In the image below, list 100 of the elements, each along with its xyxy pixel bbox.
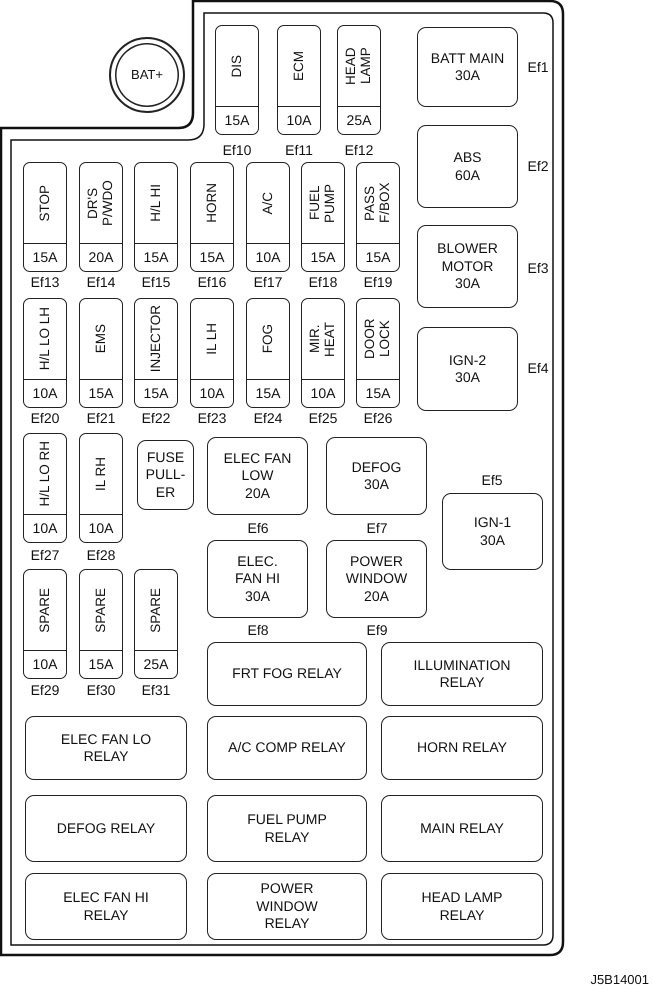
fuse-name: FUEL PUMP [308,182,338,225]
drawing-number: J5B14001 [590,972,649,987]
relay-name: A/C COMP RELAY [228,739,346,757]
fuse-number: Ef12 [344,142,374,158]
relay-name: HORN RELAY [417,739,507,757]
blade-fuse [246,298,290,408]
fuse-number: Ef14 [86,274,116,290]
fuse-number: Ef27 [30,547,60,563]
relay [207,642,367,706]
fuse-name: H/L LO RH [38,441,52,507]
cartridge-fuse [442,493,543,570]
fuse-name: ABS [453,149,482,166]
fuse-rating: 10A [24,379,66,407]
relay [381,642,543,706]
fuse-rating: 15A [357,379,399,407]
fuse-rating: 10A [191,379,233,407]
fuse-number: Ef24 [254,410,282,426]
relay [381,795,543,862]
fuse-rating: 15A [135,243,177,271]
fuse-rating: 15A [357,243,399,271]
blade-fuse [356,298,400,408]
blade-fuse [277,25,321,135]
fuse-rating: 20A [80,243,122,271]
fuse-name: MIR. HEAT [308,320,338,359]
fuse-number: Ef22 [142,410,170,426]
relay-name: MAIN RELAY [420,820,504,838]
relay-name: ILLUMINATION RELAY [412,656,512,692]
blade-fuse [246,162,290,272]
fuse-number: Ef30 [86,682,116,698]
fuse-puller [137,440,194,510]
fuse-number: Ef20 [30,410,60,426]
fuse-puller-label: FUSE PULL-ER [144,448,186,502]
fuse-number: Ef25 [308,410,338,426]
fuse-name: ECM [292,51,306,81]
fuse-number: Ef4 [528,360,548,376]
fuse-number: Ef6 [248,520,268,536]
relay-name: FUEL PUMP RELAY [246,811,328,846]
fuse-name: SPARE [148,588,164,632]
fuse-rating: 60A [455,166,480,184]
blade-fuse [23,298,67,408]
fuse-rating: 30A [245,588,270,606]
blade-fuse [301,298,345,408]
fuse-rating: 10A [80,514,122,542]
blade-fuse [337,25,381,135]
fuse-name: H/L HI [148,184,164,222]
cartridge-fuse [207,437,308,515]
fuse-name: EMS [94,324,108,354]
fuse-name: HORN [204,183,220,223]
fuse-name: IL RH [94,456,108,491]
fuse-number: Ef15 [142,274,170,290]
relay [207,873,367,940]
fuse-number: Ef23 [198,410,226,426]
fuse-name: SPARE [38,588,52,632]
fuse-number: Ef7 [366,520,388,536]
cartridge-fuse [417,327,518,411]
fuse-rating: 30A [455,67,480,84]
blade-fuse [23,569,67,679]
fuse-name: DEFOG [352,458,402,476]
relay [381,873,543,940]
fuse-name: IGN-2 [448,352,486,369]
fuse-rating: 15A [80,650,122,678]
relay-name: FRT FOG RELAY [232,665,342,683]
relay-name: ELEC FAN LO RELAY [60,730,152,766]
fuse-number: Ef13 [30,274,60,290]
fuse-rating: 15A [247,379,289,407]
fuse-number: Ef3 [528,260,548,276]
relay [207,795,367,862]
fuse-number: Ef28 [86,547,116,563]
blade-fuse [190,298,234,408]
fuse-number: Ef8 [248,622,268,638]
fuse-name: IL LH [204,323,220,355]
fuse-number: Ef10 [222,142,252,158]
blade-fuse [23,433,67,543]
fuse-rating: 25A [338,106,380,134]
relay-name: ELEC FAN HI RELAY [62,889,150,924]
relay [25,716,187,780]
blade-fuse [134,298,178,408]
relay [25,795,187,862]
blade-fuse [215,25,259,135]
fuse-number: Ef19 [364,274,392,290]
fuse-rating: 10A [24,650,66,678]
fuse-name: FOG [260,324,276,354]
blade-fuse [79,433,123,543]
relay-name: DEFOG RELAY [56,820,156,838]
blade-fuse [23,162,67,272]
fuse-rating: 15A [135,379,177,407]
cartridge-fuse [417,125,518,208]
blade-fuse [356,162,400,272]
fuse-name: HEAD LAMP [344,46,374,87]
cartridge-fuse [417,27,518,107]
fuse-rating: 15A [24,243,66,271]
fuse-number: Ef9 [366,622,388,638]
fuse-rating: 10A [302,379,344,407]
fuse-rating: 15A [191,243,233,271]
fuse-rating: 30A [480,532,505,549]
fuse-rating: 30A [364,476,389,494]
fuse-name: INJECTOR [148,305,164,373]
blade-fuse [301,162,345,272]
relay [207,716,367,780]
fuse-number: Ef1 [528,59,548,75]
